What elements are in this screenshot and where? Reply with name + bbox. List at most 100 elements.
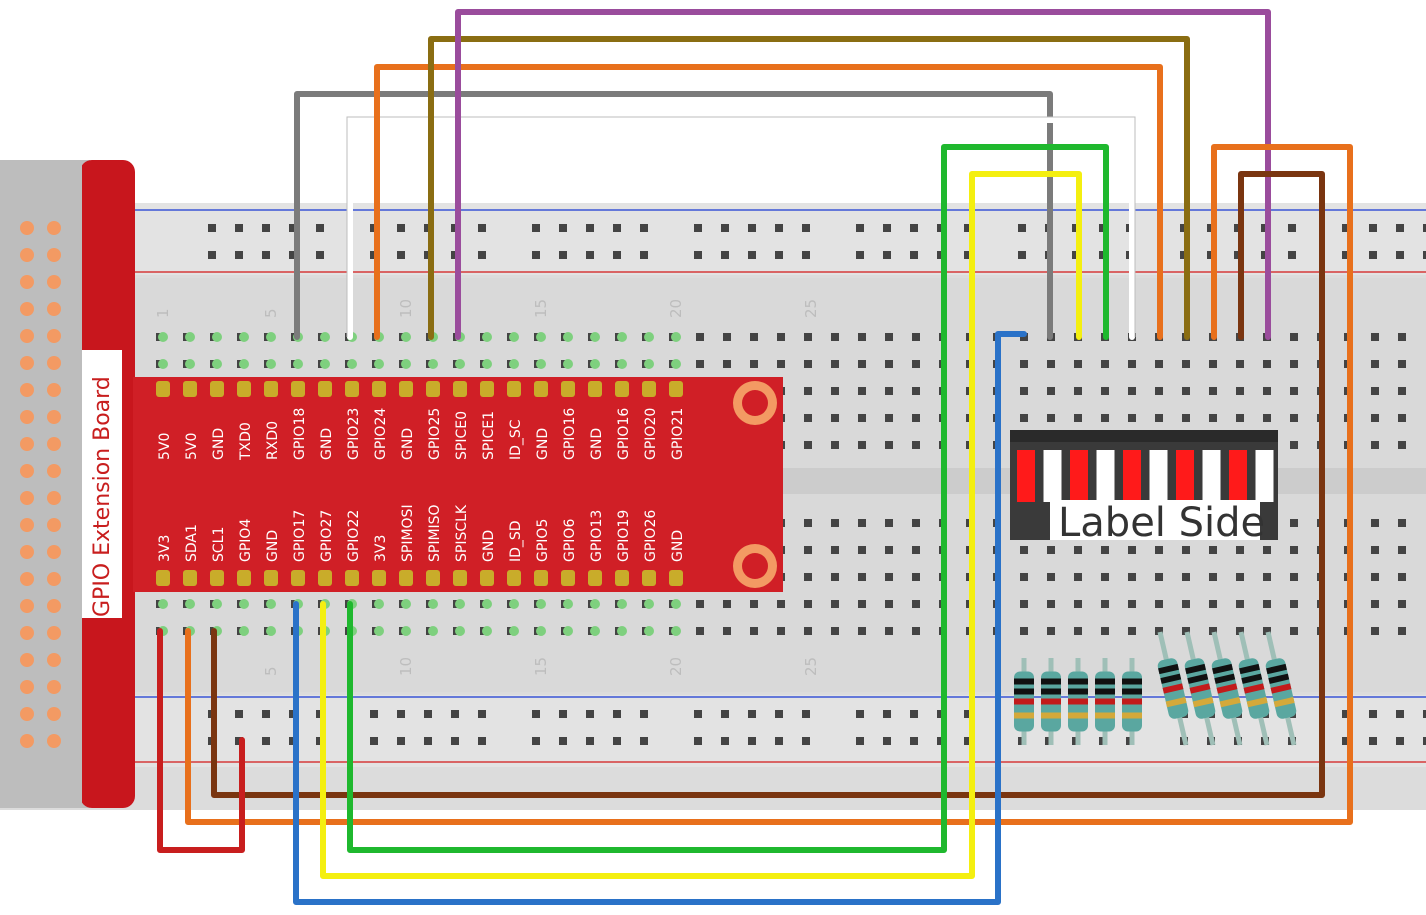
bar-segment xyxy=(1070,450,1088,502)
header-pin xyxy=(47,572,61,586)
cobbler-pad xyxy=(615,570,629,586)
rail-hole xyxy=(748,224,756,232)
wires xyxy=(157,9,1353,905)
connected-hole xyxy=(536,626,546,636)
breadboard-hole xyxy=(1290,441,1298,449)
rail-hole xyxy=(1288,251,1296,259)
breadboard-hole xyxy=(750,333,758,341)
breadboard-hole xyxy=(1020,546,1028,554)
rail-hole xyxy=(964,251,972,259)
rail-hole xyxy=(316,224,324,232)
pin-label: SPIMOSI xyxy=(400,504,416,562)
cobbler-pad xyxy=(156,381,170,397)
breadboard-hole xyxy=(1101,414,1109,422)
connected-hole xyxy=(455,359,465,369)
pin-label: GPIO20 xyxy=(643,408,659,460)
pin-label: GPIO4 xyxy=(238,519,254,562)
resistor xyxy=(1211,631,1243,746)
breadboard-hole xyxy=(804,360,812,368)
breadboard-hole xyxy=(1371,519,1379,527)
header-pin xyxy=(20,707,34,721)
pin-label: 3V3 xyxy=(373,535,389,562)
rail-hole xyxy=(289,224,297,232)
breadboard-hole xyxy=(804,414,812,422)
breadboard-hole xyxy=(831,627,839,635)
breadboard-hole xyxy=(912,441,920,449)
board-label: GPIO Extension Board xyxy=(90,376,115,617)
resistor xyxy=(1095,658,1115,745)
connected-hole xyxy=(671,626,681,636)
breadboard-hole xyxy=(1128,627,1136,635)
breadboard-hole xyxy=(858,600,866,608)
breadboard-hole xyxy=(1101,387,1109,395)
breadboard-hole xyxy=(1020,573,1028,581)
pin-label: GND xyxy=(589,428,605,460)
connected-hole xyxy=(158,359,168,369)
breadboard-hole xyxy=(885,360,893,368)
breadboard-hole xyxy=(1263,627,1271,635)
breadboard-hole xyxy=(858,573,866,581)
bar-segment xyxy=(1017,450,1035,502)
breadboard-hole xyxy=(1371,387,1379,395)
wire-white xyxy=(347,117,1135,340)
breadboard-hole xyxy=(1020,600,1028,608)
wire-white-outline xyxy=(346,116,1136,337)
breadboard-hole xyxy=(1101,600,1109,608)
header-pin xyxy=(20,410,34,424)
rail-hole xyxy=(1396,710,1404,718)
header-pin xyxy=(47,518,61,532)
row-number: 15 xyxy=(532,299,550,318)
cobbler-pad xyxy=(237,570,251,586)
wire-orange-right xyxy=(185,144,1353,825)
breadboard-hole xyxy=(858,387,866,395)
breadboard-hole xyxy=(1236,360,1244,368)
rail-hole xyxy=(235,251,243,259)
rail-hole xyxy=(559,251,567,259)
row-numbers: 1 5 10 15 20 25 5 10 15 20 25 xyxy=(154,299,820,676)
mount-hole xyxy=(733,381,777,588)
rail-hole xyxy=(586,737,594,745)
connected-hole xyxy=(185,599,195,609)
connected-hole xyxy=(401,626,411,636)
connected-hole xyxy=(590,359,600,369)
resistor xyxy=(1122,658,1142,745)
row-number: 15 xyxy=(532,657,550,676)
rail-hole xyxy=(532,251,540,259)
breadboard-hole xyxy=(885,387,893,395)
connected-hole xyxy=(158,332,168,342)
connected-hole xyxy=(671,332,681,342)
breadboard-hole xyxy=(723,360,731,368)
connected-hole xyxy=(239,599,249,609)
breadboard-hole xyxy=(1020,627,1028,635)
cobbler-pad xyxy=(291,570,305,586)
breadboard-hole xyxy=(723,627,731,635)
rail-hole xyxy=(397,737,405,745)
breadboard-hole xyxy=(831,573,839,581)
pin-label: GND xyxy=(535,428,551,460)
pin-label: 5V0 xyxy=(157,433,173,460)
rail-hole xyxy=(721,710,729,718)
breadboard-hole xyxy=(831,414,839,422)
rail-hole xyxy=(640,710,648,718)
rail-hole xyxy=(910,251,918,259)
breadboard-hole xyxy=(885,627,893,635)
breadboard-hole xyxy=(1371,441,1379,449)
wire-yellow xyxy=(320,171,1082,879)
breadboard-hole xyxy=(1182,387,1190,395)
row-number: 25 xyxy=(802,657,820,676)
pin-label: SPICE0 xyxy=(454,411,470,460)
pin-label: GND xyxy=(319,428,335,460)
breadboard-hole xyxy=(1182,627,1190,635)
rail-hole xyxy=(883,710,891,718)
rail-hole xyxy=(1342,251,1350,259)
breadboard-hole xyxy=(1209,600,1217,608)
rail-hole xyxy=(208,224,216,232)
pin-label: GPIO16 xyxy=(562,408,578,460)
rail-hole xyxy=(694,710,702,718)
pin-label: GND xyxy=(211,428,227,460)
breadboard-hole xyxy=(885,441,893,449)
cobbler-pad xyxy=(534,381,548,397)
header-pin xyxy=(20,302,34,316)
cobbler-pad xyxy=(588,381,602,397)
